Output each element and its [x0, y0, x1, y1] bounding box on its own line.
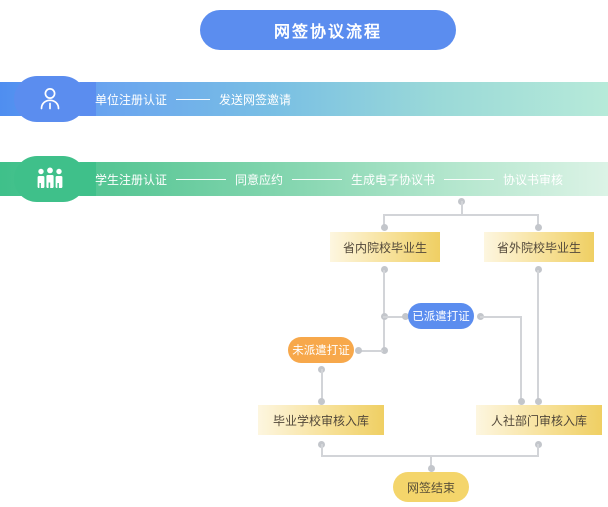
node-label: 毕业学校审核入库 [272, 413, 369, 428]
group-people-icon [14, 156, 86, 202]
node-label: 已派遣打证 [412, 309, 470, 323]
single-person-icon [14, 76, 86, 122]
connector-dot [534, 266, 542, 273]
step-dash [176, 98, 211, 100]
student-step-3: 生成电子协议书 [351, 172, 436, 187]
student-step-1: 学生注册认证 [95, 172, 168, 187]
connector-dot [517, 398, 525, 405]
node-label: 未派遣打证 [292, 343, 350, 357]
connector-line [383, 214, 539, 216]
node-label: 省内院校毕业生 [342, 240, 427, 255]
connector-line [358, 350, 383, 352]
connector-line [320, 455, 539, 457]
connector-dot [380, 347, 388, 354]
connector-line [460, 201, 463, 215]
connector-dot [380, 266, 388, 273]
node-label: 省外院校毕业生 [496, 240, 581, 255]
node-school-review[interactable]: 毕业学校审核入库 [258, 405, 384, 435]
connector-line [383, 214, 385, 228]
connector-line [383, 316, 405, 318]
node-not-dispatched[interactable]: 未派遣打证 [288, 337, 354, 363]
connector-line [320, 444, 323, 456]
step-dash [444, 178, 495, 180]
node-dispatched[interactable]: 已派遣打证 [408, 303, 474, 329]
step-dash [292, 178, 343, 180]
connector-line [537, 444, 539, 456]
step-dash [176, 178, 227, 180]
node-label: 人社部门审核入库 [490, 413, 587, 428]
connector-dot [534, 224, 542, 231]
single-person-glyph [40, 88, 60, 110]
group-people-glyph [37, 167, 63, 188]
connector-dot [534, 398, 542, 405]
connector-dot [402, 313, 409, 320]
node-hr-review[interactable]: 人社部门审核入库 [476, 405, 602, 435]
employer-step-1: 单位注册认证 [95, 92, 168, 107]
connector-line [537, 270, 539, 400]
connector-line [537, 214, 539, 228]
connector-line [430, 455, 432, 467]
employer-row-band [0, 82, 608, 116]
node-grad-out-province[interactable]: 省外院校毕业生 [484, 232, 594, 262]
student-steps: 学生注册认证 同意应约 生成电子协议书 协议书审核 [95, 162, 563, 196]
connector-dot [318, 398, 325, 405]
connector-line [480, 316, 522, 318]
connector-line [383, 270, 385, 352]
connector-dot [355, 347, 362, 354]
employer-step-2: 发送网签邀请 [219, 92, 292, 107]
connector-dot [427, 465, 435, 472]
student-step-2: 同意应约 [235, 172, 284, 187]
connector-line [320, 369, 323, 400]
student-step-4: 协议书审核 [503, 172, 564, 187]
node-label: 网签结束 [406, 480, 455, 495]
employer-steps: 单位注册认证 发送网签邀请 [95, 82, 291, 116]
page-title: 网签协议流程 [200, 10, 456, 50]
node-grad-in-province[interactable]: 省内院校毕业生 [330, 232, 440, 262]
connector-dot [380, 224, 388, 231]
connector-line [520, 316, 522, 400]
node-finish[interactable]: 网签结束 [393, 472, 469, 502]
